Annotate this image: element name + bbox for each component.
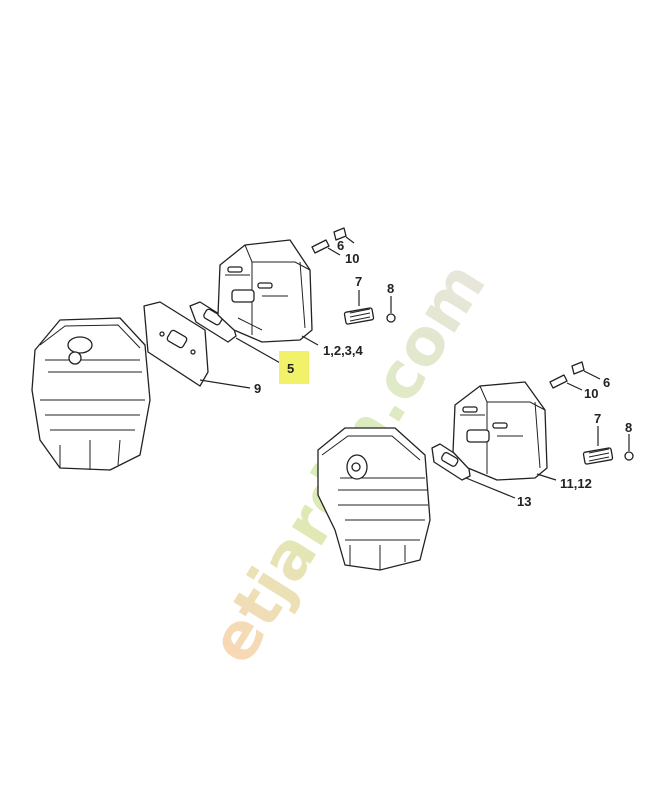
screw-8-top [386,313,396,323]
highlight-box [279,351,309,384]
callout-8-bottom: 8 [625,420,632,435]
gasket-5 [189,301,237,343]
callout-7-bottom: 7 [594,411,601,426]
screw-6-top [333,227,347,241]
leader-lines-top [199,236,392,389]
spark-screen-7-top [343,307,375,325]
callout-1112: 11,12 [560,476,592,491]
callout-10-top: 10 [345,251,359,266]
screw-10-bottom [549,374,568,389]
callout-9: 9 [254,381,261,396]
callout-1234: 1,2,3,4 [323,343,364,358]
engine-cylinder-center [317,427,431,571]
gasket-13 [431,443,471,481]
leader-lines-bottom [465,370,630,499]
callout-13: 13 [517,494,531,509]
spark-screen-7-bottom [582,447,614,465]
muffler-top [217,239,313,343]
engine-cylinder-left [31,317,151,471]
screw-8-bottom [624,451,634,461]
callout-10-bottom: 10 [584,386,598,401]
heat-shield-plate-9 [143,301,209,387]
callout-6-top: 6 [337,238,344,253]
callout-7-top: 7 [355,274,362,289]
muffler-bottom [452,381,548,481]
screw-10-top [311,239,330,254]
callout-6-bottom: 6 [603,375,610,390]
screw-6-bottom [571,361,585,375]
callout-8-top: 8 [387,281,394,296]
callout-5: 5 [287,361,294,376]
